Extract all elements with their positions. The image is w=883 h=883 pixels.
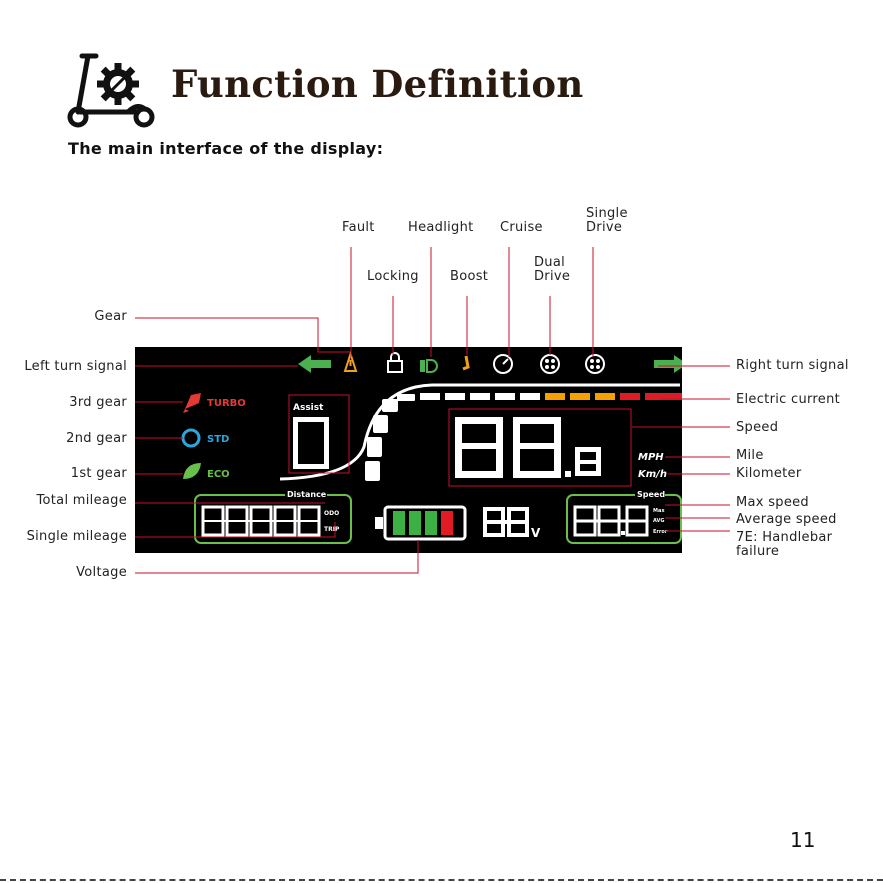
speed-box-label: Speed	[637, 490, 665, 499]
label-mile: Mile	[736, 448, 764, 463]
label-handlebar-failure: 7E: Handlebar failure	[736, 530, 833, 559]
max-label: Max	[653, 508, 665, 514]
label-left-turn: Left turn signal	[24, 359, 127, 374]
turbo-rocket-icon	[183, 393, 201, 413]
current-bar-segments	[545, 393, 682, 400]
label-voltage: Voltage	[76, 565, 127, 580]
error-label: Error	[653, 529, 668, 535]
battery-icon	[375, 505, 467, 541]
label-headlight: Headlight	[408, 220, 474, 235]
cruise-gauge-icon	[493, 354, 513, 374]
label-gear: Gear	[94, 309, 127, 324]
headlight-icon	[420, 359, 438, 373]
label-1st-gear: 1st gear	[70, 466, 127, 481]
speed-bar-segments	[365, 393, 540, 481]
voltage-digits	[483, 507, 529, 537]
label-2nd-gear: 2nd gear	[66, 431, 127, 446]
bottom-dashed-rule	[0, 879, 883, 881]
boost-icon	[462, 355, 470, 371]
label-single-drive: Single Drive	[586, 206, 628, 235]
distance-frame	[194, 494, 352, 544]
mph-label: MPH	[638, 452, 664, 463]
label-total-mileage: Total mileage	[36, 493, 127, 508]
lock-icon	[387, 352, 403, 373]
assist-highlight-box	[288, 394, 350, 474]
label-speed: Speed	[736, 420, 779, 435]
lcd-display-graphics: TURBO STD ECO Assist	[181, 350, 682, 544]
turbo-label: TURBO	[207, 398, 246, 409]
trip-label: TRIP	[324, 526, 340, 533]
right-turn-arrow-icon	[654, 355, 682, 373]
odo-label: ODO	[324, 510, 339, 517]
label-fault: Fault	[342, 220, 375, 235]
label-max-speed: Max speed	[736, 495, 809, 510]
fault-warning-icon	[343, 350, 358, 372]
label-average-speed: Average speed	[736, 512, 837, 527]
label-cruise: Cruise	[500, 220, 543, 235]
volt-unit-label: V	[531, 526, 541, 540]
eco-leaf-icon	[183, 463, 201, 479]
speed-highlight-box	[448, 408, 632, 487]
kmh-label: Km/h	[638, 469, 667, 480]
max-speed-digits	[573, 505, 649, 537]
label-kilometer: Kilometer	[736, 466, 802, 481]
label-3rd-gear: 3rd gear	[69, 395, 127, 410]
speed-arc	[279, 383, 680, 481]
page-number: 11	[790, 828, 816, 852]
avg-label: AVG	[653, 518, 665, 524]
label-single-mileage: Single mileage	[26, 529, 127, 544]
page-subtitle: The main interface of the display:	[68, 139, 384, 158]
speed-frame	[566, 494, 682, 544]
label-locking: Locking	[367, 269, 419, 284]
distance-label: Distance	[287, 490, 327, 499]
assist-digit	[293, 417, 329, 469]
std-label: STD	[207, 434, 229, 445]
distance-digits	[201, 505, 321, 537]
speed-digits	[455, 417, 601, 478]
page-title: Function Definition	[171, 62, 584, 106]
label-electric-current: Electric current	[736, 392, 841, 407]
left-turn-arrow-icon	[298, 355, 331, 373]
label-boost: Boost	[450, 269, 489, 284]
label-dual-drive: Dual Drive	[534, 255, 571, 284]
single-drive-icon	[585, 354, 605, 374]
assist-label: Assist	[293, 403, 324, 413]
scooter-tool-icon	[66, 52, 156, 128]
label-right-turn: Right turn signal	[736, 358, 849, 373]
eco-label: ECO	[207, 469, 230, 480]
